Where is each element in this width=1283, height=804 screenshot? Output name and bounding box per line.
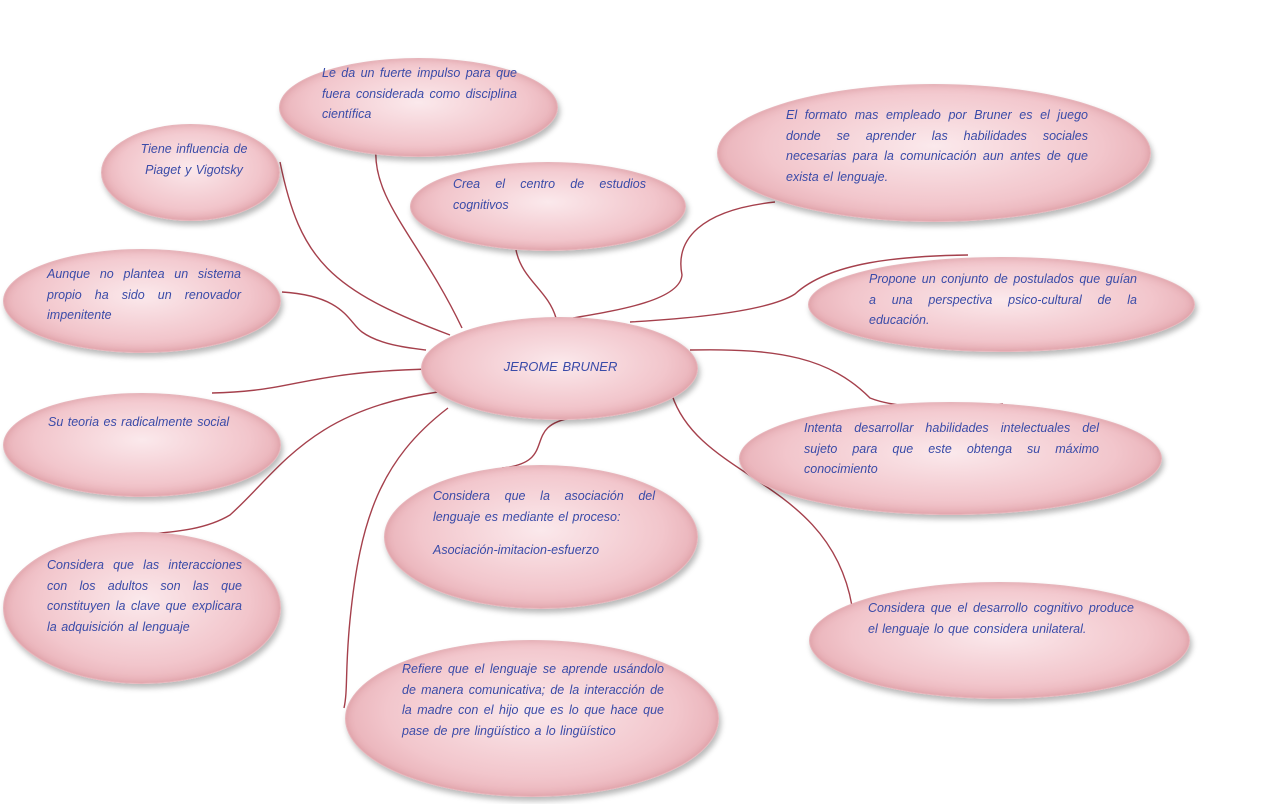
node-habilidades-text: Intenta desarrollar habilidades intelect… xyxy=(804,421,1099,476)
connector-interacciones xyxy=(149,391,439,535)
connector-impulso xyxy=(375,147,463,329)
node-desarrollo: Considera que el desarrollo cognitivo pr… xyxy=(809,582,1190,699)
node-asociacion-subtext: Asociación-imitacion-esfuerzo xyxy=(433,543,600,557)
node-interacciones: Considera que las interacciones con los … xyxy=(3,532,281,684)
connector-centro xyxy=(515,249,557,319)
node-asociacion-text: Considera que la asociación del lenguaje… xyxy=(433,486,655,561)
connector-refiere xyxy=(343,407,449,709)
node-sistema: Aunque no plantea un sistema propio ha s… xyxy=(3,249,281,353)
node-interacciones-text: Considera que las interacciones con los … xyxy=(47,558,242,634)
node-desarrollo-text: Considera que el desarrollo cognitivo pr… xyxy=(868,601,1134,636)
connector-habilidades xyxy=(689,349,1004,408)
node-influencia: Tiene influencia de Piaget y Vigotsky xyxy=(101,124,280,221)
node-refiere-text: Refiere que el lenguaje se aprende usánd… xyxy=(402,662,664,738)
node-teoria: Su teoria es radicalmente social xyxy=(3,393,281,497)
node-formato: El formato mas empleado por Bruner es el… xyxy=(717,84,1151,222)
node-asociacion-main: Considera que la asociación del lenguaje… xyxy=(433,489,655,524)
node-refiere: Refiere que el lenguaje se aprende usánd… xyxy=(345,640,719,797)
center-label: JEROME BRUNER xyxy=(503,359,618,374)
node-habilidades: Intenta desarrollar habilidades intelect… xyxy=(739,402,1162,515)
connector-sistema xyxy=(281,291,427,351)
connector-formato xyxy=(572,201,776,319)
node-centro-text: Crea el centro de estudios cognitivos xyxy=(453,177,646,212)
node-asociacion: Considera que la asociación del lenguaje… xyxy=(384,465,698,609)
node-postulados-text: Propone un conjunto de postulados que gu… xyxy=(869,272,1137,327)
node-postulados: Propone un conjunto de postulados que gu… xyxy=(808,257,1195,352)
node-influencia-text: Tiene influencia de Piaget y Vigotsky xyxy=(140,142,248,177)
node-teoria-text: Su teoria es radicalmente social xyxy=(48,415,230,429)
connector-asociacion xyxy=(501,417,573,469)
node-impulso: Le da un fuerte impulso para que fuera c… xyxy=(279,58,558,157)
node-formato-text: El formato mas empleado por Bruner es el… xyxy=(786,108,1088,184)
center-node: JEROME BRUNER xyxy=(421,317,698,420)
node-centro: Crea el centro de estudios cognitivos xyxy=(410,162,686,251)
connector-postulados xyxy=(629,254,969,323)
connector-influencia xyxy=(279,161,451,336)
connector-teoria xyxy=(211,368,433,394)
node-sistema-text: Aunque no plantea un sistema propio ha s… xyxy=(47,267,241,322)
node-impulso-text: Le da un fuerte impulso para que fuera c… xyxy=(322,66,517,121)
